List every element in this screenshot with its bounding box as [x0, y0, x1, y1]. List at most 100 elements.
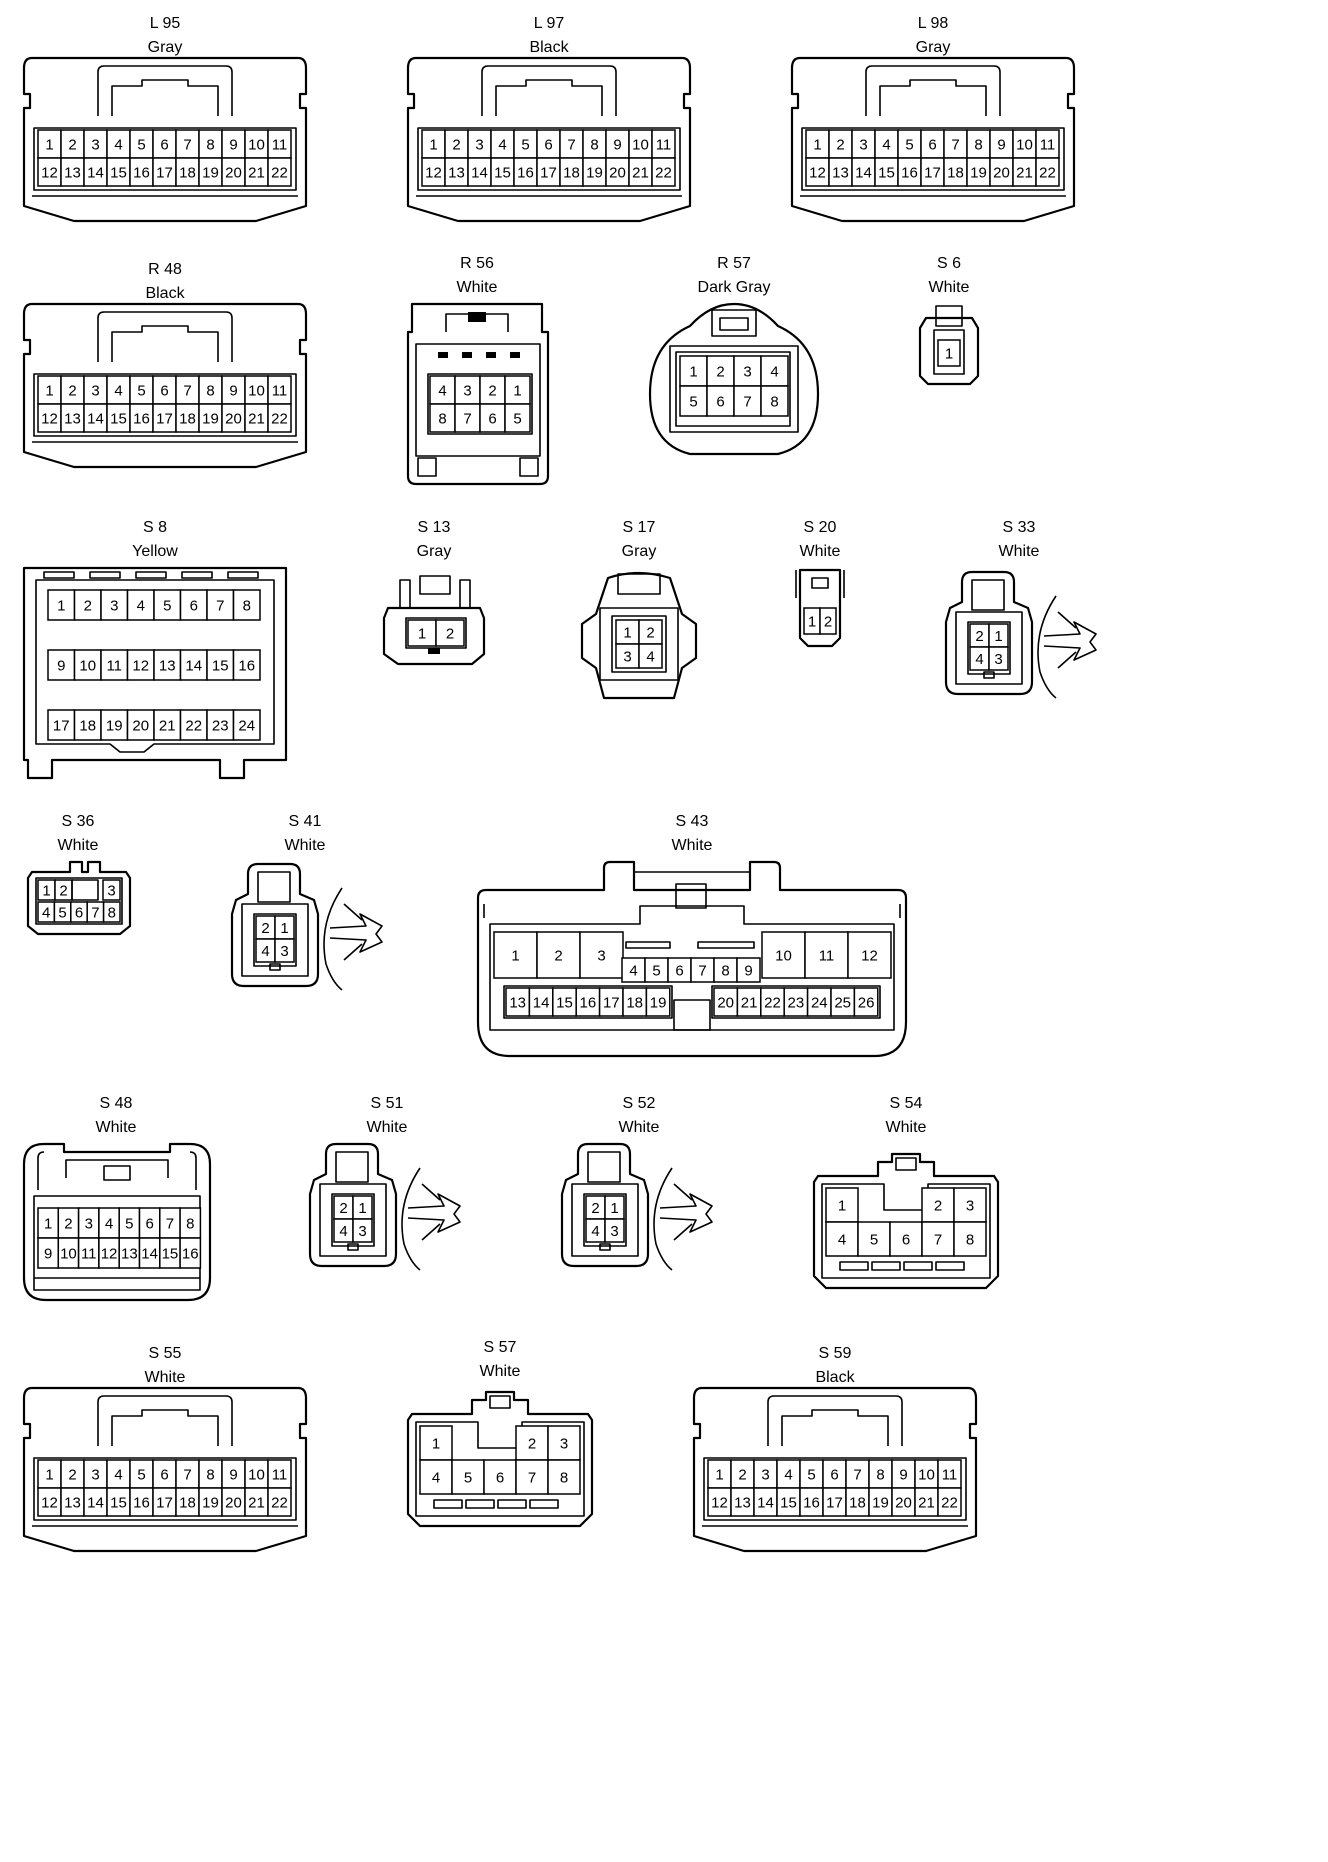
pin-label: 23 [212, 718, 229, 735]
housing-outline [97, 1395, 233, 1446]
pin-frame [331, 1193, 375, 1247]
pin-label: 12 [41, 411, 58, 428]
housing-outline [481, 65, 617, 116]
pin-label: 7 [853, 1467, 861, 1484]
housing-outline [329, 913, 383, 953]
pin-label: 4 [42, 905, 50, 922]
pin-label: 13 [64, 1495, 81, 1512]
pin-label: 1 [513, 383, 521, 400]
pin-label: 16 [901, 165, 918, 182]
pin-cell [179, 1237, 202, 1269]
pin-cell [232, 649, 261, 681]
terminal-slot [433, 1499, 463, 1509]
latch [971, 579, 1005, 611]
pin-label: 7 [934, 1232, 942, 1249]
housing-outline [407, 1193, 461, 1233]
pin-label: 5 [807, 1467, 815, 1484]
pin-cell [102, 879, 121, 901]
pin-cell [454, 375, 481, 405]
housing-outline [767, 1395, 903, 1446]
pin-label: 12 [425, 165, 442, 182]
latch-inner [719, 317, 749, 331]
pin-label: 14 [141, 1246, 158, 1263]
top-slot [89, 571, 121, 579]
pin-label: 3 [475, 137, 483, 154]
pin-label: 3 [743, 364, 751, 381]
pin-frame [967, 621, 1011, 675]
pin-cell [547, 1425, 581, 1461]
connector-id: S 8 [143, 519, 167, 536]
pin-label: 2 [84, 598, 92, 615]
connector-color: Black [815, 1369, 855, 1386]
pin-label: 15 [556, 995, 573, 1012]
pin-label: 18 [179, 165, 196, 182]
housing-outline [599, 607, 679, 681]
pin-label: 21 [248, 165, 265, 182]
pin-label: 15 [110, 165, 127, 182]
pin-label: 5 [521, 137, 529, 154]
housing-outline [37, 1151, 197, 1190]
pin-label: 4 [838, 1232, 846, 1249]
housing-outline [483, 904, 901, 918]
pin-cell [819, 607, 837, 635]
pin-label: 21 [248, 411, 265, 428]
housing-outline [417, 127, 681, 191]
pin-frame [35, 877, 123, 925]
pin-label: 2 [738, 1467, 746, 1484]
pin-label: 7 [216, 598, 224, 615]
connector-id: S 20 [804, 519, 837, 536]
pin-label: 6 [160, 137, 168, 154]
pin-cell [651, 157, 676, 187]
pin-label: 14 [533, 995, 550, 1012]
pin-label: 4 [498, 137, 506, 154]
pin-label: 4 [261, 943, 269, 960]
pin-label: 12 [861, 948, 878, 965]
pin-label: 6 [830, 1467, 838, 1484]
housing-outline [319, 1183, 387, 1257]
key [599, 1243, 611, 1251]
pin-label: 15 [494, 165, 511, 182]
pin-label: 5 [137, 1467, 145, 1484]
connector-color: Yellow [132, 543, 178, 560]
pin-label: 2 [646, 625, 654, 642]
pin-label: 2 [446, 626, 454, 643]
housing-outline [673, 1183, 693, 1241]
pin-label: 13 [64, 165, 81, 182]
pin-cell [126, 589, 155, 621]
pin-label: 3 [966, 1198, 974, 1215]
pin-label: 18 [79, 718, 96, 735]
housing-outline [65, 1159, 169, 1178]
pin-label: 1 [418, 626, 426, 643]
pin-label: 5 [652, 963, 660, 980]
pin-frame [611, 615, 667, 673]
pin-label: 3 [107, 883, 115, 900]
key [428, 648, 440, 654]
housing-outline [111, 325, 219, 362]
pin-label: 4 [591, 1223, 599, 1240]
pin-label: 11 [106, 658, 122, 675]
housing-outline [343, 903, 363, 961]
pin-label: 24 [811, 995, 828, 1012]
pin-label: 6 [902, 1232, 910, 1249]
pin-label: 3 [610, 1223, 618, 1240]
pin-label: 10 [79, 658, 96, 675]
pin-cell [419, 1459, 453, 1495]
pin-label: 8 [770, 394, 778, 411]
connector-color: White [367, 1119, 408, 1136]
pin-cell [232, 709, 261, 741]
pin-label: 6 [544, 137, 552, 154]
pin-label: 8 [243, 598, 251, 615]
pin-cell [100, 649, 129, 681]
pin-cell [179, 649, 208, 681]
connector-id: L 97 [534, 15, 565, 32]
lock-tab [417, 457, 437, 477]
pin-label: 18 [626, 995, 643, 1012]
pin-label: 4 [339, 1223, 347, 1240]
blank-cell [71, 879, 99, 901]
pin-label: 2 [452, 137, 460, 154]
